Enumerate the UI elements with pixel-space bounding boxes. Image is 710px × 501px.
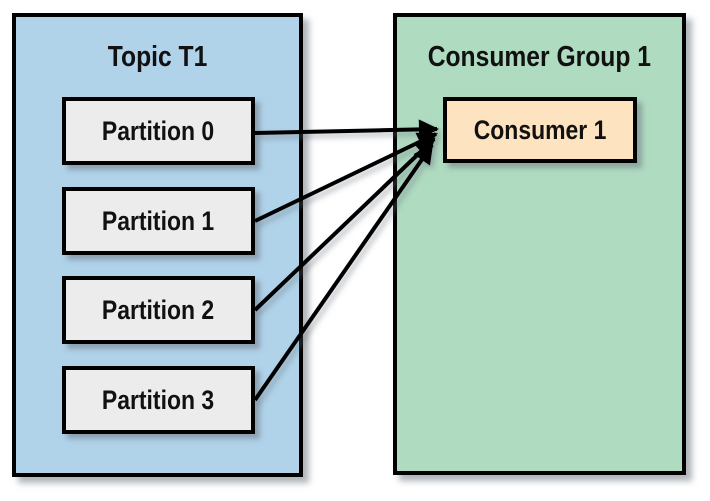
partition-3-node: Partition 3 [62, 366, 255, 434]
partition-2-node: Partition 2 [62, 276, 255, 344]
consumer-1-node: Consumer 1 [443, 97, 637, 163]
consumer-group-title: Consumer Group 1 [397, 41, 682, 73]
partition-2-label: Partition 2 [102, 294, 215, 325]
partition-1-label: Partition 1 [102, 205, 215, 236]
partition-0-label: Partition 0 [102, 115, 215, 146]
partition-1-node: Partition 1 [62, 187, 255, 255]
topic-title: Topic T1 [16, 41, 299, 73]
consumer-group-box: Consumer Group 1 Consumer 1 [393, 13, 686, 475]
partition-3-label: Partition 3 [102, 384, 215, 415]
consumer-1-label: Consumer 1 [473, 114, 607, 145]
partition-0-node: Partition 0 [62, 97, 255, 165]
topic-box: Topic T1 Partition 0 Partition 1 Partiti… [12, 13, 303, 477]
consumer-group-title-text: Consumer Group 1 [427, 41, 652, 73]
topic-title-text: Topic T1 [107, 41, 208, 73]
